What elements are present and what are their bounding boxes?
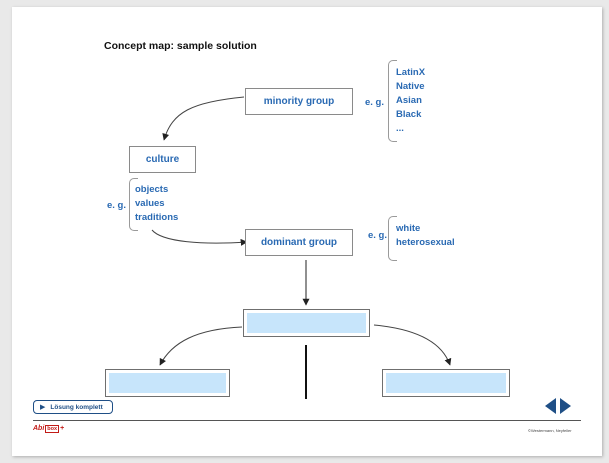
node-culture: culture (129, 146, 196, 173)
slide-canvas: Concept map: sample solution minority gr… (12, 7, 602, 456)
list-item: Black (396, 109, 422, 120)
list-item: values (135, 198, 165, 209)
nav-separator (557, 398, 558, 414)
list-minority-examples: LatinX Native Asian Black ... (396, 66, 425, 136)
list-dominant-examples: white heterosexual (396, 222, 455, 250)
page-title: Concept map: sample solution (104, 40, 257, 52)
arrow-culture-to-dominant (151, 229, 248, 246)
blank-answer-box-left[interactable] (105, 369, 230, 397)
node-minority-group: minority group (245, 88, 353, 115)
arrow-minority-to-culture (162, 96, 245, 141)
list-item: Asian (396, 95, 422, 106)
eg-label-dominant: e. g. (368, 230, 388, 241)
list-item: white (396, 223, 421, 234)
eg-label-minority: e. g. (365, 97, 385, 108)
blank-answer-box-right[interactable] (382, 369, 510, 397)
list-item: Native (396, 81, 425, 92)
blank-answer-box-top[interactable] (243, 309, 370, 337)
play-icon: ▶ (40, 404, 46, 411)
bracket-dominant (388, 216, 397, 261)
list-item: objects (135, 184, 169, 195)
solution-button-label: Lösung komplett (50, 403, 103, 411)
eg-label-culture: e. g. (107, 200, 127, 211)
connector-arrows (151, 96, 452, 399)
list-item: LatinX (396, 67, 426, 78)
copyright-text: ©Westermann, Neyfeller (528, 428, 572, 433)
arrow-blank-to-left (159, 326, 243, 366)
list-culture-examples: objects values traditions (135, 183, 178, 225)
solution-complete-button[interactable]: ▶ Lösung komplett (33, 400, 113, 414)
list-item: traditions (135, 212, 179, 223)
node-dominant-group: dominant group (245, 229, 353, 256)
bracket-minority (388, 60, 397, 142)
arrow-blank-to-right (373, 324, 452, 366)
list-item: ... (396, 123, 404, 134)
list-item: heterosexual (396, 237, 455, 248)
bracket-culture (129, 178, 138, 231)
prev-slide-button[interactable] (545, 398, 556, 414)
footer-divider (33, 420, 581, 421)
next-slide-button[interactable] (560, 398, 571, 414)
